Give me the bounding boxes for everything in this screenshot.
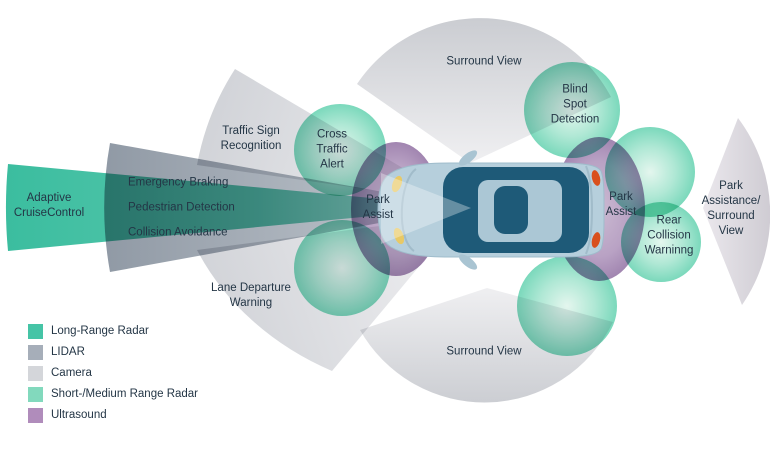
- legend-item-short-medium-range-radar: Short-/Medium Range Radar: [28, 387, 198, 402]
- legend-label-long-range-radar: Long-Range Radar: [51, 325, 149, 337]
- legend-label-short-medium-range-radar: Short-/Medium Range Radar: [51, 388, 199, 400]
- legend-swatch-lidar: [28, 345, 43, 360]
- car-sunroof: [494, 186, 528, 234]
- radar-lobe-rear-bottom: [517, 256, 617, 356]
- legend-swatch-camera: [28, 366, 43, 381]
- label-emergency-braking: Emergency Braking: [128, 176, 229, 189]
- legend-label-camera: Camera: [51, 367, 92, 379]
- label-cross-traffic-alert: Cross Traffic Alert: [316, 128, 348, 171]
- legend-item-long-range-radar: Long-Range Radar: [28, 324, 198, 339]
- label-park-assistance-surround-view: Park Assistance/ Surround View: [701, 180, 761, 237]
- label-surround-view-bottom: Surround View: [446, 345, 522, 358]
- side-mirror-top: [458, 150, 478, 166]
- label-park-assist-rear: Park Assist: [605, 191, 637, 218]
- camera-fan-right: [703, 118, 770, 305]
- legend-item-lidar: LIDAR: [28, 345, 198, 360]
- label-lane-departure-warning: Lane Departure Warning: [211, 282, 291, 309]
- taillight-top: [591, 170, 601, 186]
- legend-label-lidar: LIDAR: [51, 346, 85, 358]
- legend-swatch-long-range-radar: [28, 324, 43, 339]
- taillight-bottom: [591, 232, 601, 248]
- legend-swatch-short-medium-range-radar: [28, 387, 43, 402]
- radar-lobe-blind-spot: [524, 62, 620, 158]
- car-hood-line: [400, 168, 417, 252]
- label-surround-view-top: Surround View: [446, 55, 522, 68]
- legend: Long-Range Radar LIDAR Camera Short-/Med…: [28, 324, 198, 423]
- label-park-assist-front: Park Assist: [362, 194, 394, 221]
- label-pedestrian-detection: Pedestrian Detection: [128, 201, 235, 214]
- legend-label-ultrasound: Ultrasound: [51, 409, 107, 421]
- label-rear-collision-warning: Rear Collision Warninng: [644, 214, 694, 257]
- label-traffic-sign-recognition: Traffic Sign Recognition: [220, 125, 282, 152]
- label-collision-avoidance: Collision Avoidance: [128, 226, 228, 239]
- long-range-radar-cone: [5, 164, 468, 251]
- legend-item-ultrasound: Ultrasound: [28, 408, 198, 423]
- legend-swatch-ultrasound: [28, 408, 43, 423]
- legend-item-camera: Camera: [28, 366, 198, 381]
- side-mirror-bottom: [458, 254, 478, 270]
- headlight-top: [391, 175, 403, 193]
- label-blind-spot-detection: Blind Spot Detection: [550, 83, 600, 126]
- camera-fan-top: [357, 18, 611, 163]
- label-adaptive-cruise-control: Adaptive CruiseControl: [13, 192, 85, 219]
- headlight-bottom: [393, 227, 405, 245]
- car-trunk-line: [585, 165, 593, 255]
- sensor-apex-overlay: [381, 173, 471, 244]
- car-top-view: [377, 150, 605, 270]
